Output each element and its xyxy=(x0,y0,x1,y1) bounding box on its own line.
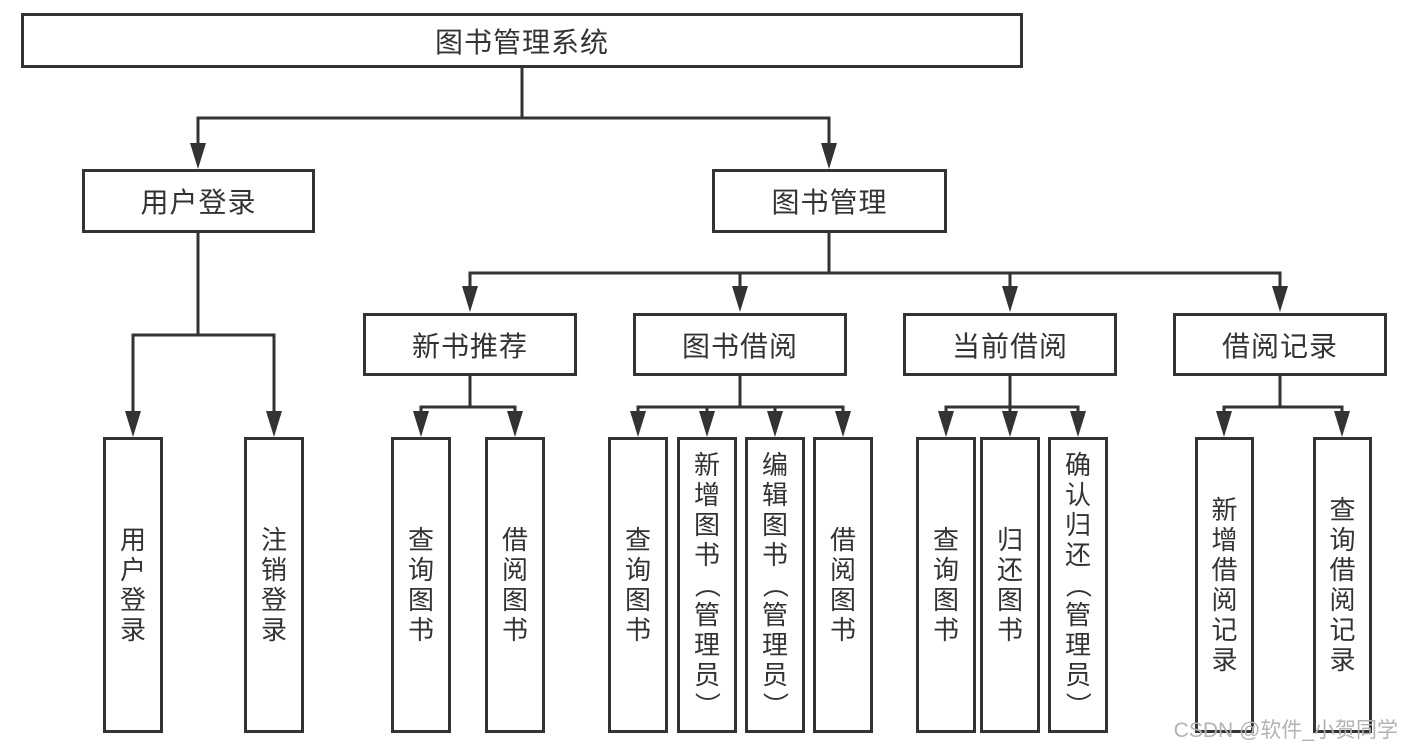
node-book-borrow: 图书借阅 xyxy=(633,313,847,376)
leaf-bb-query-book: 查询图书 xyxy=(608,437,668,733)
node-user-login-label: 用户登录 xyxy=(140,187,257,218)
node-current-borrow-label: 当前借阅 xyxy=(951,330,1068,362)
watermark: CSDN @软件_小贺同学 xyxy=(1173,719,1398,742)
leaf-br-query-record: 查询借阅记录 xyxy=(1313,437,1372,733)
leaf-logout-login: 注销登录 xyxy=(244,437,304,733)
leaf-bb-add-book: 新增图书（管理员） xyxy=(677,437,737,733)
node-current-borrow: 当前借阅 xyxy=(903,313,1117,376)
leaf-user-login: 用户登录 xyxy=(103,437,163,733)
node-borrow-record-label: 借阅记录 xyxy=(1221,330,1338,362)
node-book-mgmt-label: 图书管理 xyxy=(771,187,888,218)
node-borrow-record: 借阅记录 xyxy=(1173,313,1387,376)
leaf-cb-confirm-return: 确认归还（管理员） xyxy=(1048,437,1108,733)
arrowheads xyxy=(125,143,1350,437)
node-new-book-rec-label: 新书推荐 xyxy=(411,330,528,362)
node-book-mgmt: 图书管理 xyxy=(712,169,947,233)
leaf-bb-borrow-book: 借阅图书 xyxy=(813,437,873,733)
node-root: 图书管理系统 xyxy=(21,13,1023,68)
node-root-label: 图书管理系统 xyxy=(434,26,609,58)
leaf-br-add-record: 新增借阅记录 xyxy=(1195,437,1254,733)
leaf-nbr-query-book: 查询图书 xyxy=(391,437,451,733)
node-user-login: 用户登录 xyxy=(82,169,315,233)
leaf-nbr-borrow-book: 借阅图书 xyxy=(485,437,545,733)
node-book-borrow-label: 图书借阅 xyxy=(681,330,798,362)
leaf-cb-return-book: 归还图书 xyxy=(980,437,1040,733)
leaf-bb-edit-book: 编辑图书（管理员） xyxy=(745,437,805,733)
leaf-cb-query-book: 查询图书 xyxy=(916,437,976,733)
node-new-book-rec: 新书推荐 xyxy=(363,313,577,376)
